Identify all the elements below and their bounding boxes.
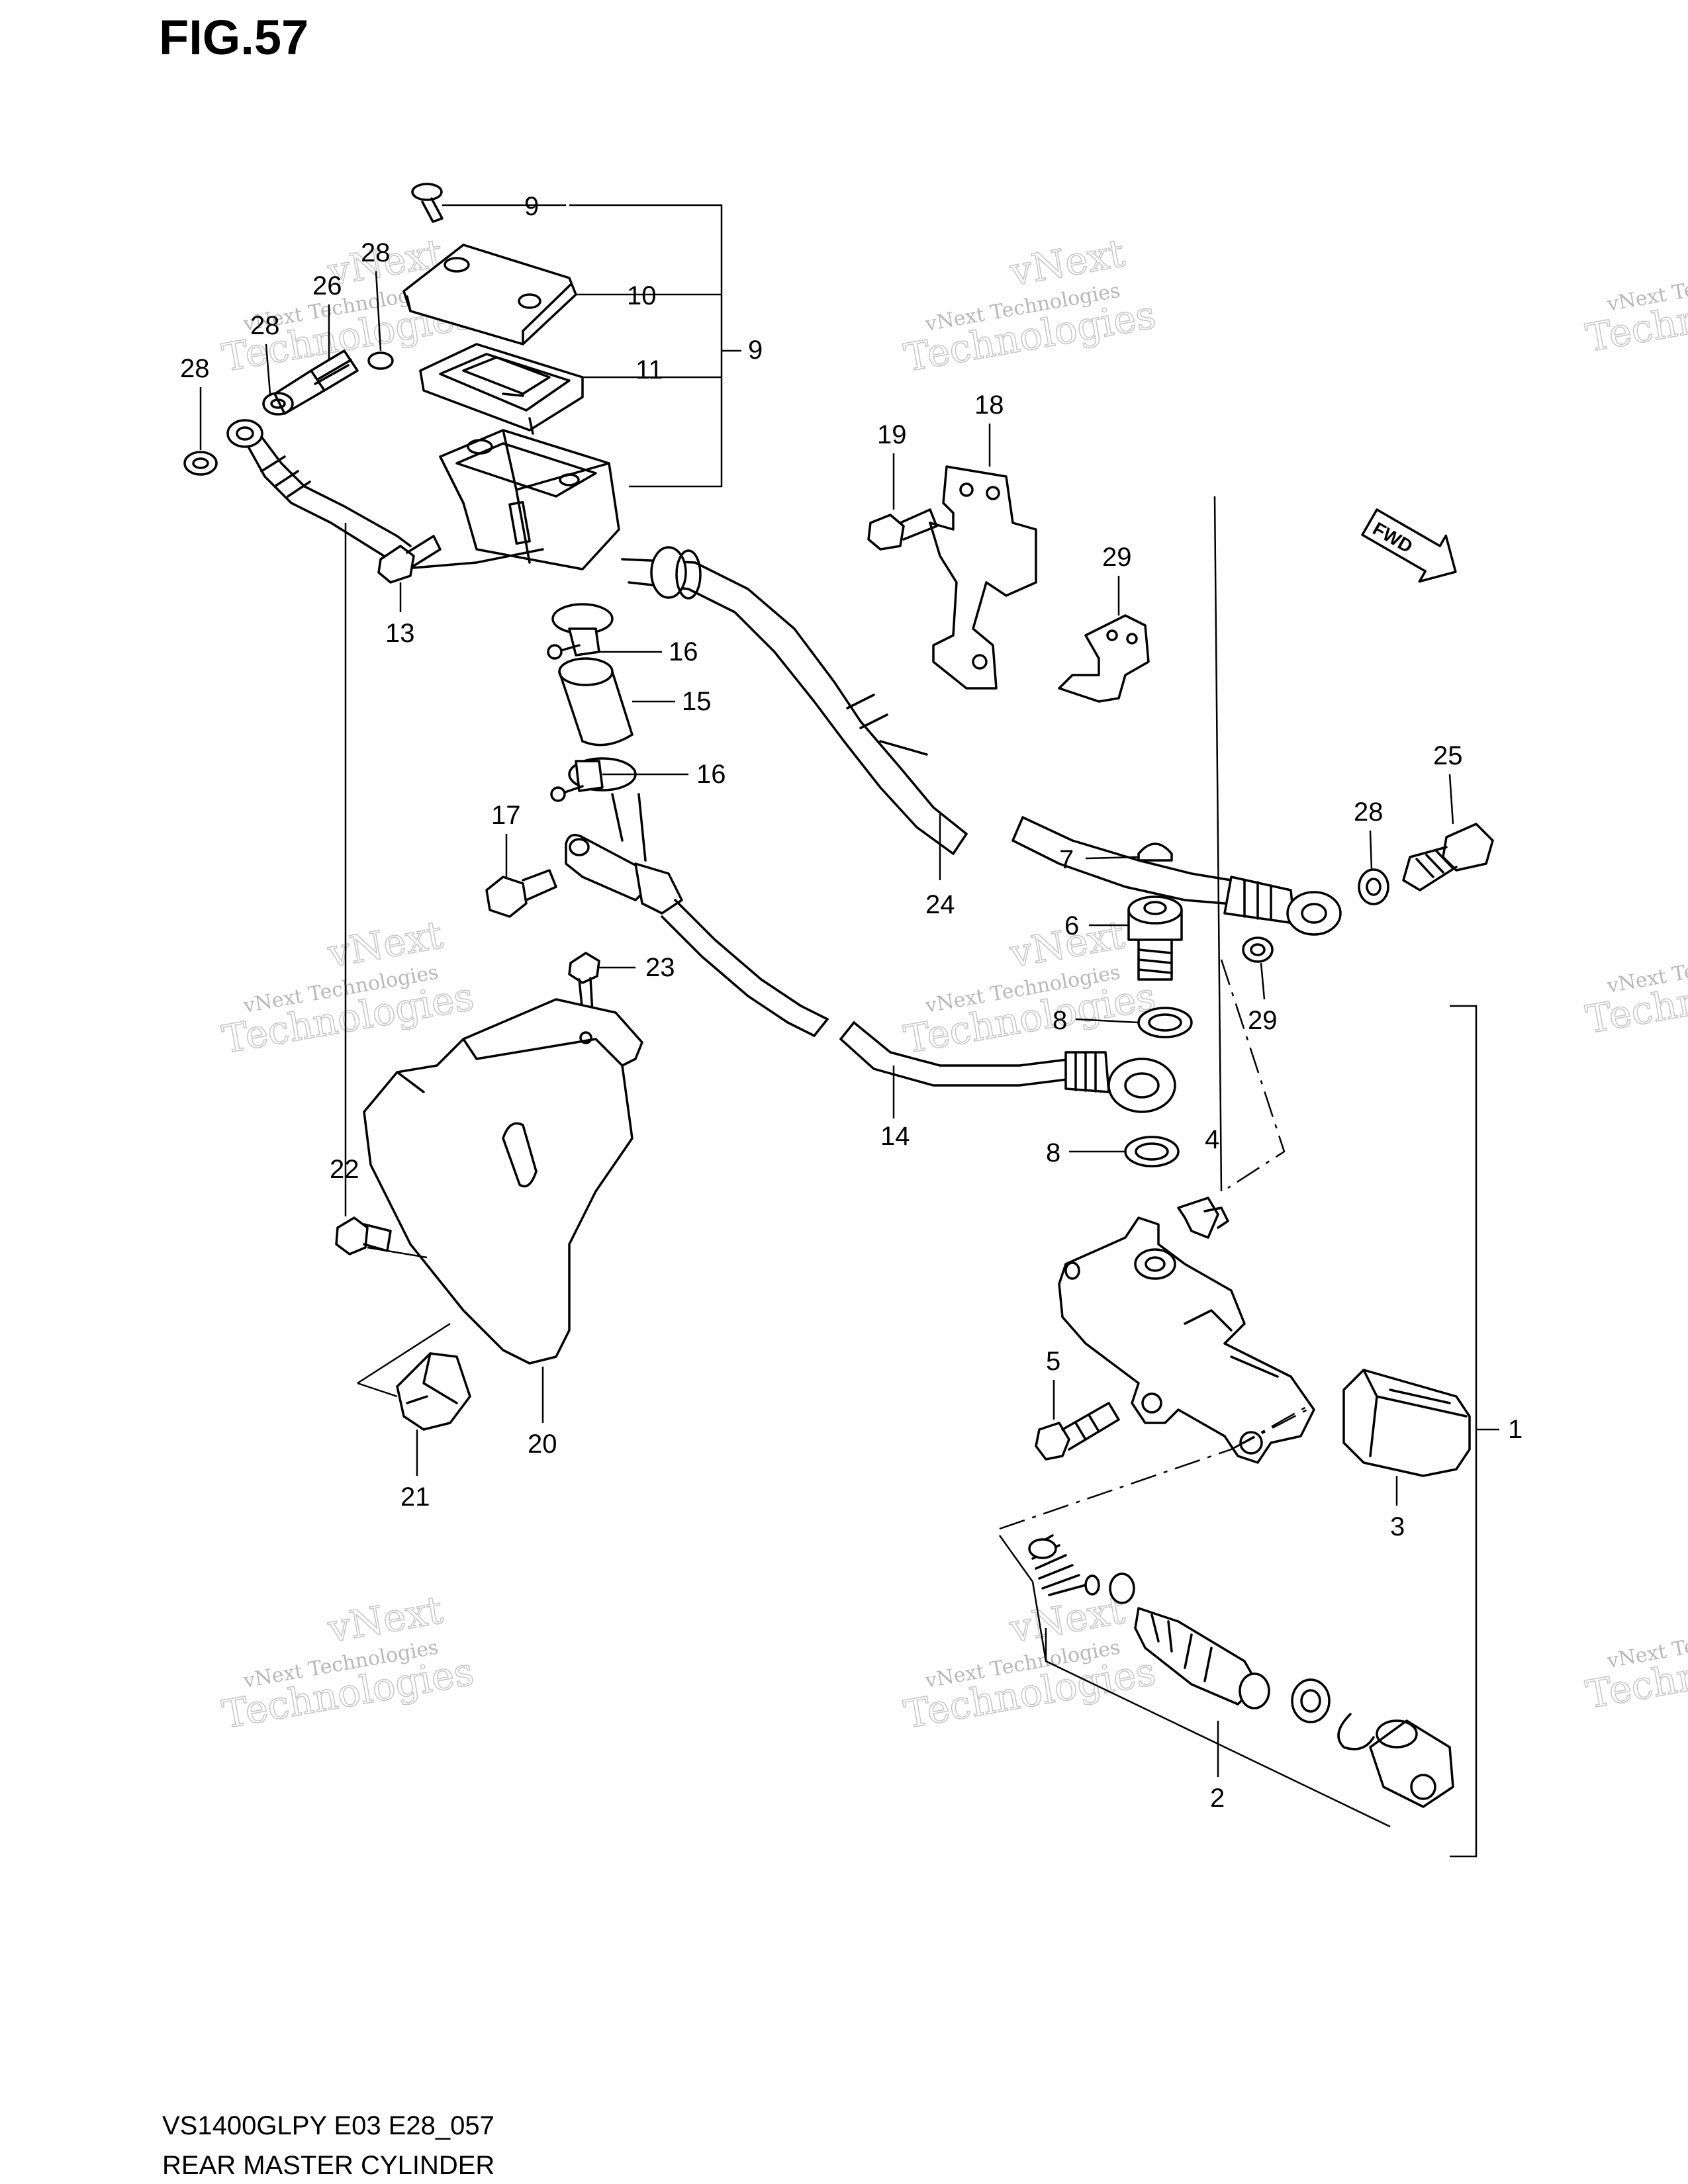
callouts: 9 28 26 28 28 10 11 9 13 16 15 16 17 23 …: [180, 192, 1523, 1813]
part-19-bolt: [867, 508, 938, 551]
part-3-boot: [1342, 1369, 1471, 1477]
callout-19: 19: [877, 420, 907, 449]
part-16-clamp: [547, 603, 614, 660]
callout-18: 18: [974, 390, 1004, 420]
callout-28: 29: [1248, 1006, 1278, 1035]
part-1-master-cylinder: [1058, 1216, 1315, 1464]
callout-28: 28: [1354, 797, 1383, 827]
part-11-diaphragm: [419, 343, 584, 435]
leader-lines: [199, 204, 1499, 1858]
part-28-washer: [262, 392, 294, 416]
part-28-washer: [1358, 868, 1389, 905]
part-29-clip: [1058, 614, 1150, 703]
callout-9: 9: [748, 336, 763, 365]
part-17-bolt: [485, 869, 557, 918]
callout-12: 9: [524, 192, 539, 221]
watermark: vNext Technologies vNext Technologies: [900, 1586, 1159, 1737]
callout-28: 28: [250, 311, 280, 340]
callout-17: 17: [491, 801, 521, 830]
callout-1: 1: [1508, 1415, 1523, 1444]
callout-13: 13: [385, 619, 415, 648]
part-18-bracket: [929, 465, 1037, 690]
watermark: vNext Technologies vNext Technologies: [900, 911, 1159, 1062]
part-13-bolt: [377, 535, 442, 584]
part-12-screw: [411, 183, 444, 223]
part-28-washer: [183, 451, 218, 476]
callout-21: 21: [400, 1482, 430, 1512]
part-8-washer: [1124, 1136, 1180, 1167]
callout-8: 8: [1053, 1006, 1067, 1035]
model-code: VS1400GLPY E03 E28_057: [162, 2111, 494, 2140]
callout-2: 2: [1210, 1784, 1225, 1813]
callout-4: 4: [1205, 1125, 1219, 1154]
part-22-bolt: [335, 1216, 392, 1255]
part-15-hose: [558, 657, 633, 747]
part-7-bleeder-cap: [1137, 842, 1173, 862]
callout-5: 5: [1046, 1347, 1060, 1376]
callout-7: 7: [1059, 845, 1074, 874]
callout-8: 8: [1046, 1138, 1060, 1167]
callout-10: 10: [627, 281, 657, 310]
watermark: vNext Technologies vNext Technologies: [1582, 1567, 1688, 1717]
callout-29: 29: [1102, 543, 1132, 572]
part-4-clip: [1177, 1197, 1229, 1239]
callout-26: 26: [312, 271, 342, 300]
part-9-reservoir: [439, 429, 620, 570]
figure-title: FIG.57: [159, 10, 308, 65]
figure-name: REAR MASTER CYLINDER: [162, 2151, 494, 2180]
callout-11: 11: [635, 355, 663, 385]
part-27-ring: [367, 351, 394, 370]
part-8-washer: [1137, 1007, 1193, 1038]
part-28-washer: [1242, 936, 1274, 963]
callout-27: 28: [361, 238, 391, 267]
callout-20: 20: [528, 1430, 557, 1459]
part-26-fitting: [273, 349, 359, 415]
callout-16: 16: [696, 760, 726, 789]
watermark: vNext Technologies vNext Technologies: [1582, 891, 1688, 1042]
part-5-bolt: [1035, 1402, 1120, 1461]
part-24-hose-end: [1011, 816, 1342, 936]
callout-28: 28: [180, 354, 210, 383]
part-20-cover: [363, 998, 643, 1365]
callout-22: 22: [330, 1155, 359, 1184]
callout-6: 6: [1064, 911, 1079, 940]
assembly-lines: [999, 959, 1308, 1530]
fwd-arrow-icon: FWD: [1361, 508, 1457, 583]
callout-16: 16: [669, 637, 698, 666]
part-2-piston-kit: [1028, 1534, 1454, 1808]
watermark: vNext Technologies vNext Technologies: [900, 230, 1159, 381]
callout-3: 3: [1390, 1512, 1405, 1541]
part-25-banjo-bolt: [1402, 823, 1494, 891]
callout-15: 15: [682, 687, 712, 716]
watermark: vNext Technologies vNext Technologies: [218, 1586, 477, 1737]
callout-24: 24: [925, 890, 955, 919]
part-24-hose: [621, 546, 968, 855]
callout-14: 14: [880, 1122, 910, 1151]
watermark: vNext Technologies vNext Technologies: [1582, 210, 1688, 361]
callout-25: 25: [1433, 741, 1463, 770]
part-21-clip: [396, 1352, 471, 1431]
part-6-bleeder-valve: [1127, 895, 1183, 981]
part-16-clamp: [550, 757, 637, 802]
watermark: vNext Technologies vNext Technologies: [218, 911, 477, 1062]
part-14-hose: [661, 899, 1176, 1113]
callout-23: 23: [645, 953, 675, 982]
part-inlet-connector: [565, 793, 683, 915]
